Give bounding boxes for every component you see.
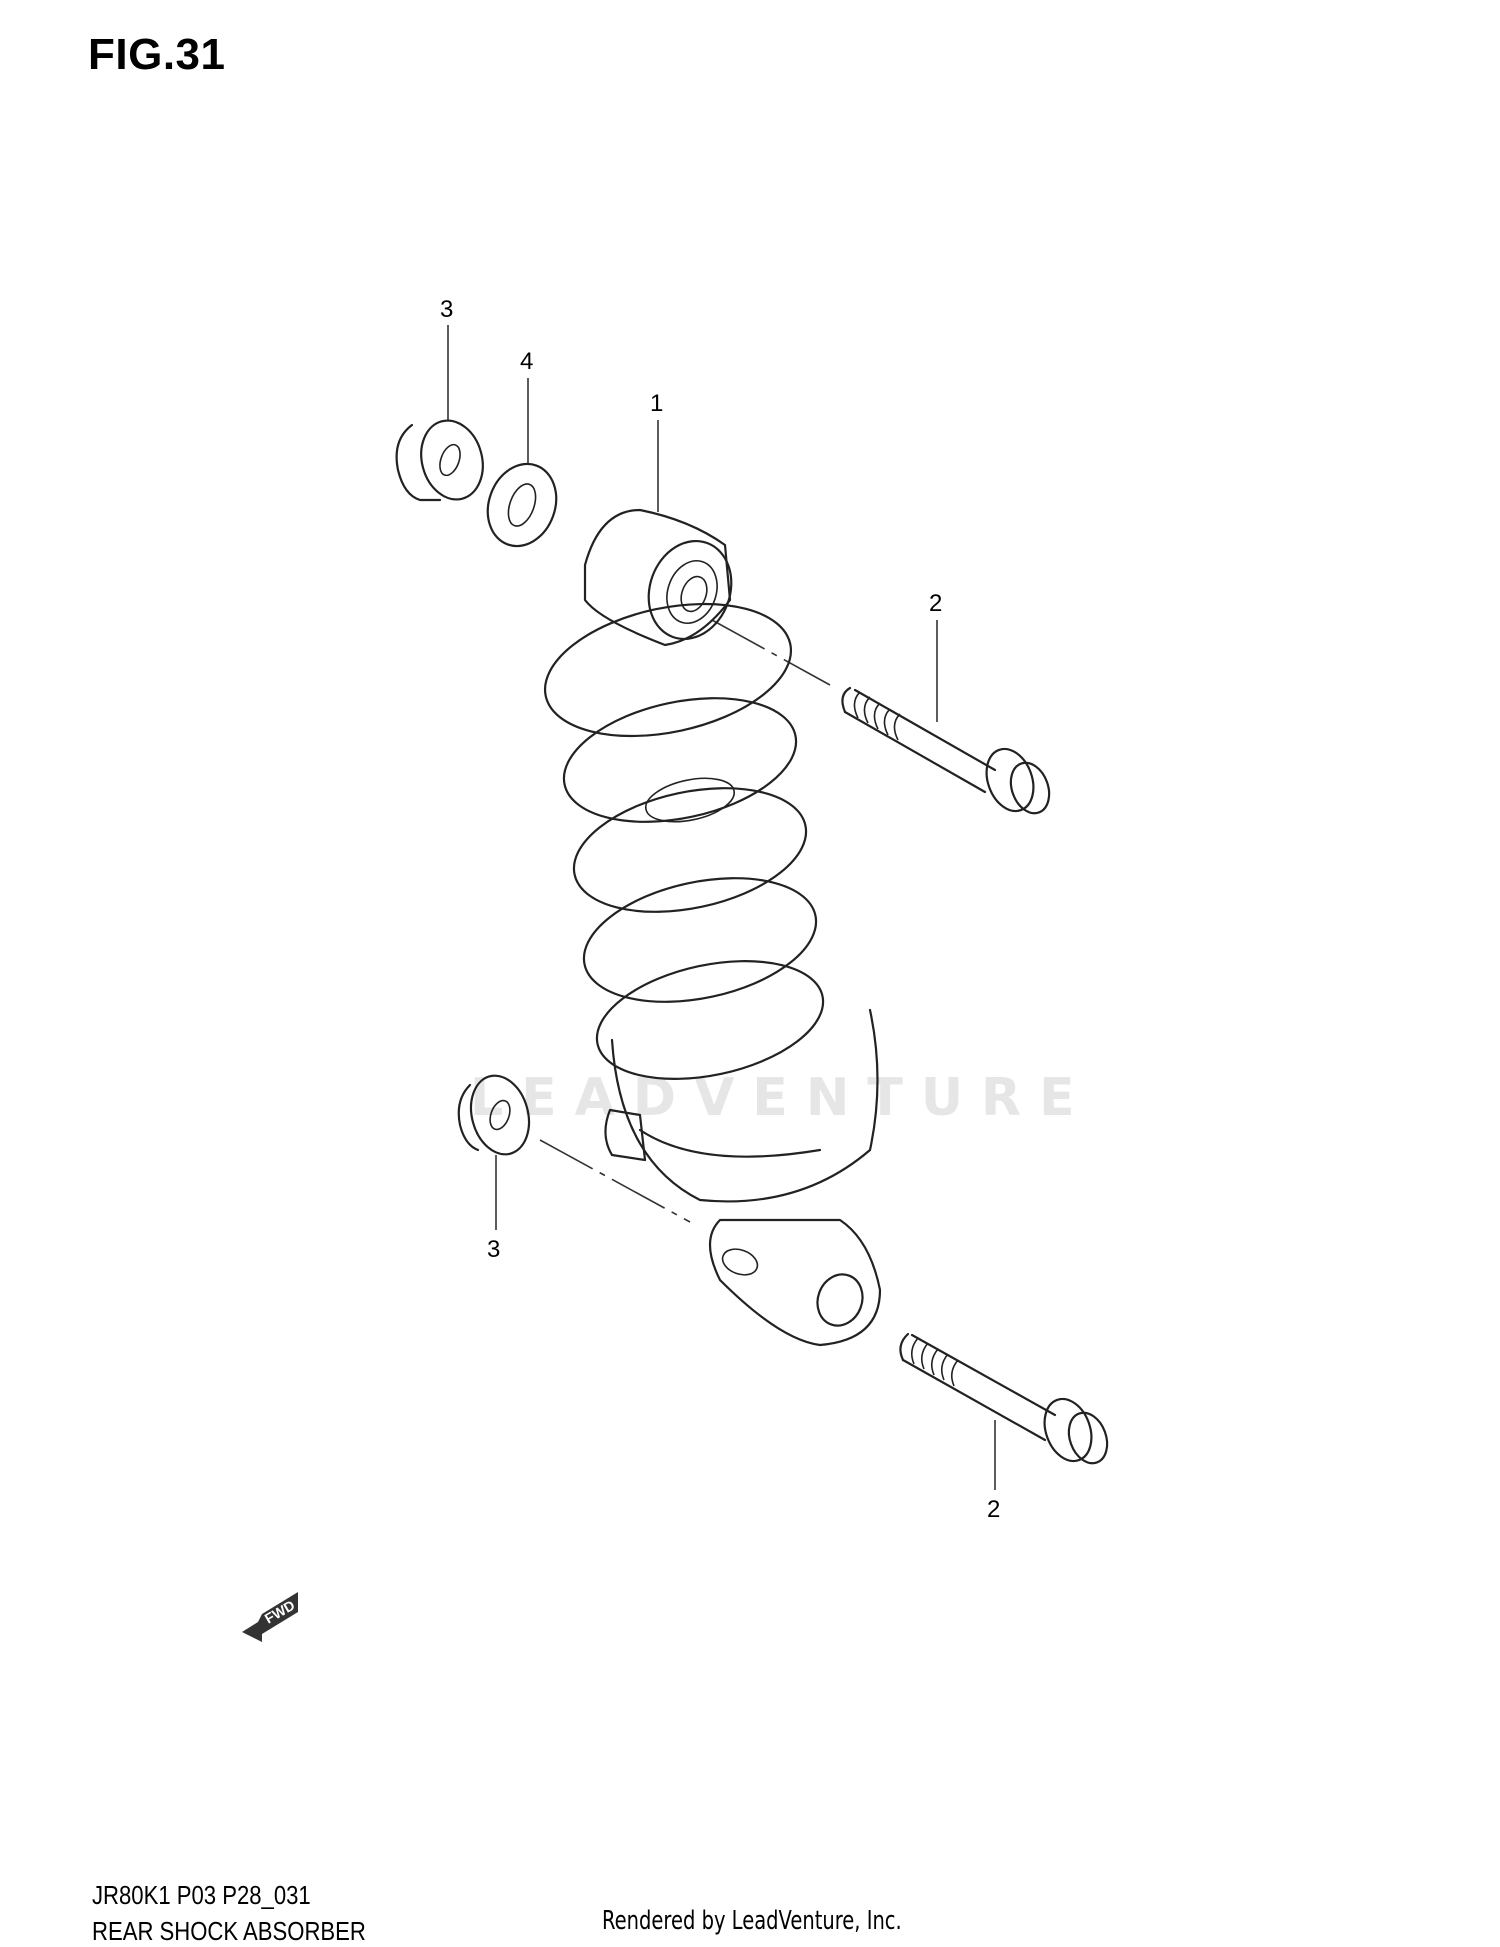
- render-credit: Rendered by LeadVenture, Inc.: [602, 1906, 902, 1936]
- callout-2-lower: 2: [987, 1496, 1001, 1523]
- callout-4: 4: [520, 348, 534, 375]
- forward-arrow-icon: FWD: [242, 1592, 298, 1642]
- callout-1: 1: [650, 390, 664, 417]
- upper-nut-part[interactable]: [395, 414, 492, 507]
- assembly-name: REAR SHOCK ABSORBER: [92, 1916, 366, 1946]
- upper-bolt-part[interactable]: [841, 686, 1055, 819]
- lower-nut-part[interactable]: [457, 1069, 538, 1161]
- lower-bolt-part[interactable]: [899, 1332, 1113, 1469]
- watermark: LEADVENTURE: [470, 1068, 1093, 1128]
- shock-absorber-part[interactable]: [533, 508, 882, 1347]
- callout-3-lower: 3: [487, 1236, 501, 1263]
- callout-3-upper: 3: [440, 296, 454, 323]
- model-code: JR80K1 P03 P28_031: [92, 1880, 311, 1910]
- washer-part[interactable]: [477, 454, 568, 556]
- figure-title: FIG.31: [88, 30, 226, 79]
- leader-lines: [447, 325, 996, 1490]
- callout-2-upper: 2: [929, 590, 943, 617]
